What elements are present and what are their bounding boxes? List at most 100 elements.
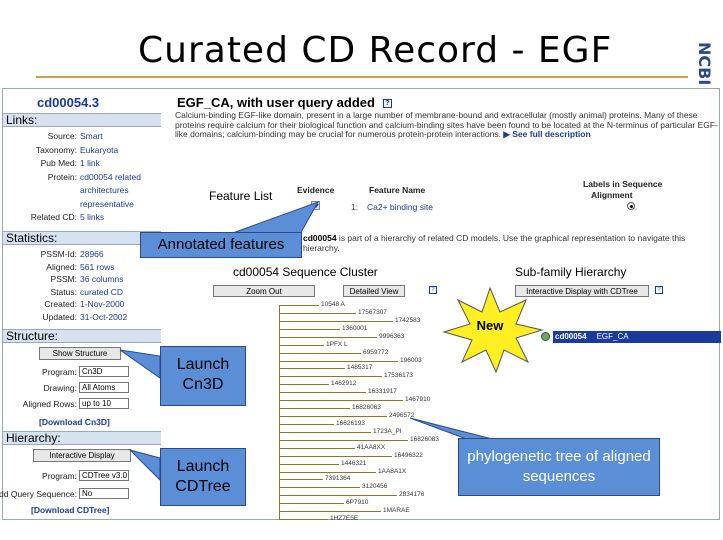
stat-value[interactable]: 1-Nov-2000 bbox=[80, 299, 125, 309]
structure-option-select[interactable]: All Atoms bbox=[79, 382, 129, 393]
tree-branch bbox=[311, 400, 403, 402]
structure-option-label: Program: bbox=[42, 367, 77, 377]
labels-in-sequence-header: Labels in Sequence bbox=[583, 179, 663, 189]
show-structure-button[interactable]: Show Structure bbox=[39, 347, 121, 360]
tree-leaf-label[interactable]: 9996363 bbox=[379, 332, 405, 340]
launch-cdtree-callout: Launch CDTree bbox=[160, 448, 246, 506]
hierarchy-note-id: cd00054 bbox=[303, 233, 337, 243]
evidence-expand-button[interactable] bbox=[311, 201, 320, 210]
stat-row: PSSM-Id:28966 bbox=[3, 249, 161, 260]
interactive-display-button[interactable]: Interactive Display bbox=[33, 449, 131, 462]
tree-leaf-label[interactable]: 1462912 bbox=[331, 380, 357, 388]
hierarchy-header: Hierarchy: bbox=[3, 431, 161, 445]
hierarchy-option-row: Program:CDTree v3.0 bbox=[3, 470, 161, 482]
stat-value[interactable]: 28966 bbox=[80, 249, 104, 259]
structure-header: Structure: bbox=[3, 329, 161, 343]
tree-branch bbox=[319, 336, 377, 338]
detailed-view-button[interactable]: Detailed View bbox=[343, 285, 405, 297]
tree-branch bbox=[279, 495, 299, 497]
tree-branch bbox=[279, 344, 304, 346]
link-row: Taxonomy:Eukaryota bbox=[3, 145, 161, 156]
tree-leaf-label[interactable]: 1723A_PI bbox=[373, 427, 402, 435]
hierarchy-option-select[interactable]: CDTree v3.0 bbox=[79, 470, 129, 481]
tree-leaf-label[interactable]: 1AA8A1X bbox=[378, 467, 407, 475]
stat-value[interactable]: 31-Oct-2002 bbox=[80, 311, 128, 322]
tree-leaf-label[interactable]: 1467910 bbox=[405, 396, 431, 404]
tree-branch bbox=[308, 312, 356, 314]
structure-option-row: Program:Cn3D bbox=[3, 366, 161, 378]
tree-leaf-label[interactable]: 6P7910 bbox=[346, 499, 369, 507]
alignment-header: Alignment bbox=[591, 190, 633, 200]
link-value[interactable]: 1 link bbox=[80, 158, 100, 168]
tree-leaf-label[interactable]: 3120456 bbox=[362, 483, 388, 491]
download-cn3d-link[interactable]: [Download Cn3D] bbox=[39, 417, 110, 427]
stat-value[interactable]: curated CD bbox=[80, 286, 123, 297]
tree-leaf-label[interactable]: 17536173 bbox=[384, 372, 413, 380]
tree-leaf-label[interactable]: 16826063 bbox=[352, 404, 381, 412]
link-value[interactable]: architectures bbox=[80, 185, 129, 195]
stat-value[interactable]: 561 rows bbox=[80, 261, 115, 272]
cluster-help-icon[interactable]: ? bbox=[429, 286, 437, 294]
tree-leaf-label[interactable]: 7391364 bbox=[325, 475, 351, 483]
tree-leaf-label[interactable]: 6959772 bbox=[363, 348, 389, 356]
tree-leaf-label[interactable]: 17567307 bbox=[358, 308, 387, 316]
subfamily-hierarchy-title: Sub-family Hierarchy bbox=[515, 265, 627, 279]
zoom-out-button[interactable]: Zoom Out bbox=[213, 285, 315, 297]
tree-leaf-label[interactable]: 10548 A bbox=[321, 301, 345, 308]
tree-leaf-label[interactable]: 1360001 bbox=[342, 324, 368, 332]
sequence-cluster-title: cd00054 Sequence Cluster bbox=[233, 265, 378, 279]
tree-leaf-label[interactable]: 41AA8XX bbox=[357, 443, 386, 451]
cd-description: Calcium-binding EGF-like domain, present… bbox=[175, 110, 721, 140]
tree-branch bbox=[310, 519, 328, 521]
feature-row-name[interactable]: Ca2+ binding site bbox=[367, 202, 433, 212]
stat-value[interactable]: 36 columns bbox=[80, 274, 124, 284]
tree-leaf-label[interactable]: 16626193 bbox=[336, 419, 365, 427]
tree-leaf-label[interactable]: 1MARAE bbox=[383, 507, 410, 515]
tree-leaf-label[interactable]: 16496322 bbox=[394, 451, 423, 459]
phylogenetic-tree[interactable]: 10548 A 17567307 1742583 1360001 9996363 1PFX… bbox=[271, 299, 571, 523]
link-row: Protein:cd00054 related bbox=[3, 172, 161, 183]
tree-branch bbox=[295, 305, 319, 306]
tree-leaf-label[interactable]: 1742583 bbox=[395, 316, 421, 324]
link-row: representative bbox=[3, 199, 161, 210]
tree-leaf-label[interactable]: 1446321 bbox=[341, 459, 367, 467]
tree-leaf-label[interactable]: 16331917 bbox=[368, 388, 397, 396]
tree-leaf-label[interactable]: 1PFX L bbox=[326, 340, 348, 348]
stat-key: Created: bbox=[44, 299, 77, 309]
help-icon[interactable]: ? bbox=[382, 99, 392, 109]
tree-branch bbox=[279, 400, 311, 402]
link-value[interactable]: cd00054 related bbox=[80, 171, 141, 182]
link-value[interactable]: Eukaryota bbox=[80, 144, 119, 155]
structure-option-select[interactable]: Cn3D bbox=[79, 366, 129, 377]
tree-branch bbox=[312, 503, 344, 505]
stat-row: Status:curated CD bbox=[3, 287, 161, 298]
link-row: Pub Med:1 link bbox=[3, 158, 161, 169]
hierarchy-option-select[interactable]: No bbox=[79, 488, 129, 499]
tree-branch bbox=[279, 511, 297, 513]
link-value[interactable]: 5 links bbox=[80, 212, 105, 222]
full-description-link[interactable]: ▶ See full description bbox=[503, 129, 591, 139]
links-header: Links: bbox=[3, 113, 161, 127]
structure-option-select[interactable]: up to 10 bbox=[79, 398, 129, 409]
tree-branch bbox=[315, 368, 345, 370]
download-cdtree-link[interactable]: [Download CDTree] bbox=[31, 505, 110, 515]
link-key: Protein: bbox=[47, 171, 77, 182]
tree-branch bbox=[306, 328, 340, 330]
tree-branch bbox=[300, 376, 382, 378]
evidence-column-header: Evidence bbox=[297, 185, 335, 195]
tree-leaf-label[interactable]: 16826083 bbox=[410, 435, 439, 443]
tree-branch bbox=[316, 471, 376, 473]
tree-branch bbox=[279, 431, 307, 433]
tree-leaf-label[interactable]: 1485317 bbox=[347, 364, 373, 372]
stat-key: Updated: bbox=[42, 311, 78, 322]
link-value[interactable]: representative bbox=[80, 198, 134, 209]
tree-leaf-label[interactable]: 196003 bbox=[400, 356, 422, 364]
tree-leaf-label[interactable]: 2834176 bbox=[399, 491, 425, 499]
alignment-radio[interactable] bbox=[627, 202, 635, 210]
tree-leaf-label[interactable]: 2496572 bbox=[389, 412, 415, 419]
tree-leaf-label[interactable]: 1HZ7E5E bbox=[330, 515, 359, 523]
subfamily-help-icon[interactable]: ? bbox=[655, 286, 663, 294]
link-value[interactable]: Smart bbox=[80, 131, 103, 141]
